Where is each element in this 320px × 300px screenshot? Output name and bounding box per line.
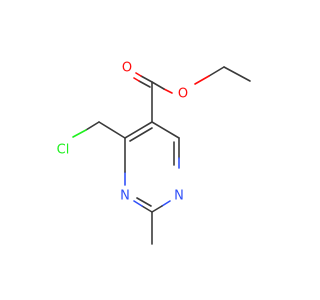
bond-ch2-cl-chlorine-half — [72, 129, 87, 138]
bond-n1-c2-n-half — [161, 200, 171, 207]
bond-o-carbonyl-c-oxygen-half — [163, 88, 173, 94]
bond-c-double-o-1b — [135, 72, 142, 77]
bond-c4-c5 — [124, 121, 153, 139]
bond-ch3-ch2 — [223, 66, 251, 82]
nitrogen-left-label: N — [120, 189, 130, 204]
bond-c4-c5-inner — [129, 127, 153, 142]
bond-ch2-o-oxygen-half — [194, 75, 210, 85]
bond-c-double-o-2b — [133, 77, 140, 82]
bond-o-carbonyl-c-carbon-half — [151, 81, 165, 90]
oxygen-ester-label: O — [178, 87, 188, 102]
bond-ch2-cl-carbon-half — [85, 121, 100, 131]
bond-c4-ch2 — [98, 121, 126, 139]
bond-c2-n3-n-half — [133, 200, 143, 207]
bond-c2-n3 — [141, 205, 153, 213]
bond-c2-n3-inner — [136, 197, 152, 207]
bond-n1-c2 — [151, 205, 163, 213]
bond-c-double-o-2a — [138, 80, 151, 88]
chemical-structure-diagram: O O Cl N N — [57, 61, 251, 245]
bond-ch2-o-carbon-half — [208, 66, 225, 77]
oxygen-carbonyl-label: O — [122, 61, 132, 76]
bond-c-double-o-1a — [140, 75, 153, 83]
bond-c5-c6 — [151, 121, 180, 139]
chlorine-label: Cl — [57, 143, 70, 158]
nitrogen-right-label: N — [174, 189, 184, 204]
